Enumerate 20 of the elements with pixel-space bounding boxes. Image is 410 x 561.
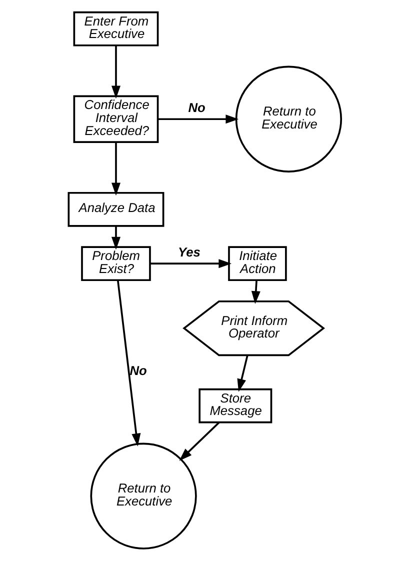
arrow	[251, 280, 260, 304]
node-box: Analyze Data	[68, 192, 164, 227]
arrow	[111, 142, 120, 196]
arrow	[150, 259, 232, 268]
node-circle: Return to Executive	[235, 66, 342, 172]
edge-label: No	[130, 362, 147, 378]
node-box: Store Message	[198, 388, 272, 424]
edge-label: Yes	[178, 244, 200, 260]
node-box: Enter From Executive	[73, 11, 159, 46]
arrow	[111, 46, 120, 99]
node-box: Problem Exist?	[81, 246, 151, 282]
arrow	[158, 114, 239, 124]
arrow	[116, 280, 141, 446]
node-circle: Return to Executive	[90, 442, 197, 550]
node-box: Confidence Interval Exceeded?	[73, 95, 159, 143]
arrow	[111, 226, 120, 250]
edge-label: No	[188, 100, 206, 115]
node-box: Initiate Action	[228, 246, 287, 282]
arrow	[179, 422, 220, 461]
arrow	[237, 355, 248, 392]
